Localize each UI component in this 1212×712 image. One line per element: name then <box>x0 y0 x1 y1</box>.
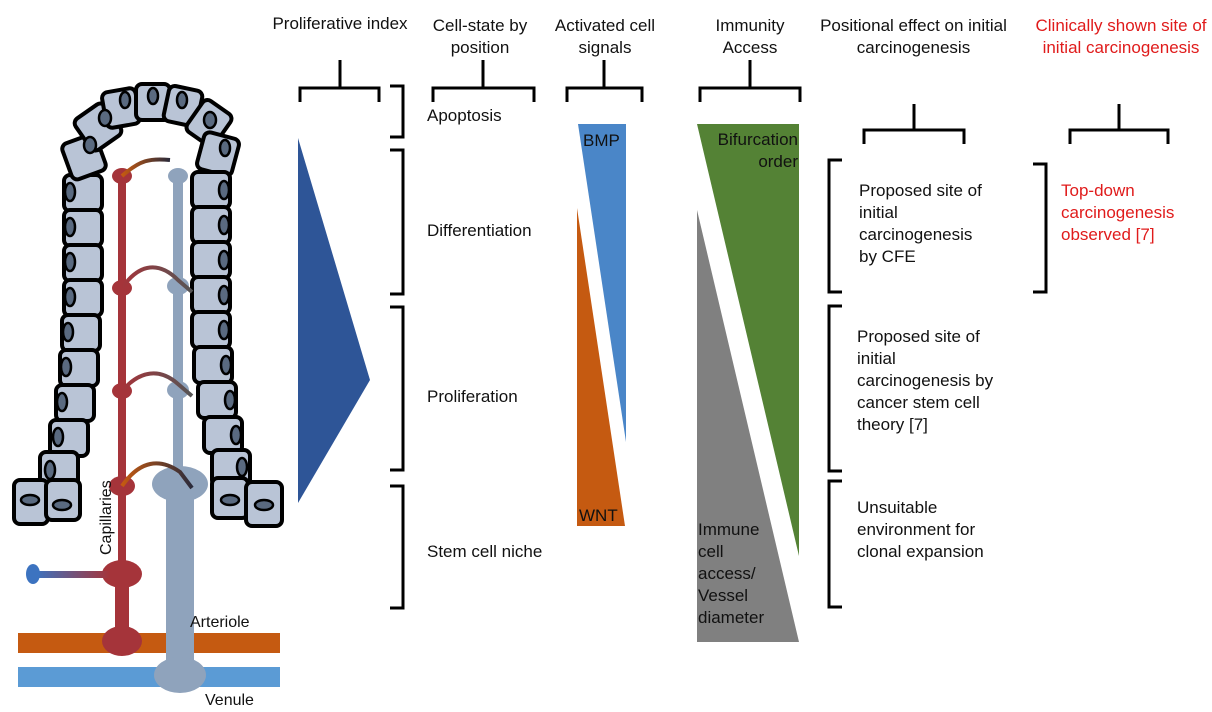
header-positional-effect: Positional effect on initial carcinogene… <box>820 16 1007 57</box>
bmp-gradient <box>578 124 626 442</box>
label-arteriole: Arteriole <box>190 614 250 631</box>
vein-vessel <box>152 168 208 693</box>
arteriole-bar <box>18 633 280 653</box>
crypt-cells-top <box>60 82 241 182</box>
text-cfe-site: Proposed site of initial carcinogenesis … <box>859 181 982 266</box>
label-venule: Venule <box>205 692 254 709</box>
label-bifurcation-order: Bifurcation order <box>717 130 798 171</box>
venule-bar <box>18 667 280 687</box>
cell-state-braces <box>390 84 405 610</box>
label-capillaries: Capillaries <box>98 480 115 555</box>
header-cell-state: Cell-state by position <box>432 16 528 57</box>
label-stem-cell-niche: Stem cell niche <box>427 542 543 561</box>
proliferative-triangle <box>298 138 370 503</box>
header-activated-signals: Activated cell signals <box>554 16 656 57</box>
header-immunity-access: Immunity Access <box>715 16 785 57</box>
nuclei <box>19 86 275 512</box>
header-clinical-site: Clinically shown site of initial carcino… <box>1035 16 1207 57</box>
wnt-gradient <box>577 208 625 526</box>
label-wnt: WNT <box>579 506 618 525</box>
text-top-down: Top-down carcinogenesis observed [7] <box>1061 181 1175 244</box>
positional-braces <box>827 158 1048 609</box>
bifurcation-gradient <box>697 124 799 556</box>
text-stem-cell-theory-site: Proposed site of initial carcinogenesis … <box>857 327 994 434</box>
small-branch <box>26 564 110 584</box>
label-bmp: BMP <box>583 131 620 150</box>
label-immune-access: Immune cell access/ Vessel diameter <box>698 520 765 627</box>
header-braces <box>298 60 1170 144</box>
capillary-loops <box>120 157 194 490</box>
label-proliferation: Proliferation <box>427 387 518 406</box>
artery-vessel <box>102 168 142 656</box>
header-proliferative-index: Proliferative index <box>272 14 408 33</box>
label-differentiation: Differentiation <box>427 221 532 240</box>
label-apoptosis: Apoptosis <box>427 106 502 125</box>
text-unsuitable-environment: Unsuitable environment for clonal expans… <box>857 498 984 561</box>
crypt-cells-left <box>12 173 104 526</box>
immune-gradient <box>697 210 799 642</box>
